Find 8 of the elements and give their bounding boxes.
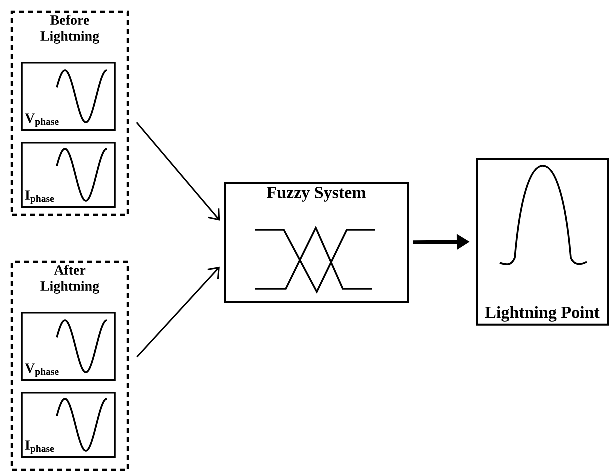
arrow xyxy=(136,266,220,358)
process-box: Fuzzy System xyxy=(224,182,409,303)
signal-box: V$_{phase}$ xyxy=(21,312,116,382)
arrow xyxy=(136,122,220,221)
signal-box: I$_{phase}$ xyxy=(21,392,116,458)
signal-box: I$_{phase}$ xyxy=(21,142,116,208)
signal-box: V$_{phase}$ xyxy=(21,62,116,132)
output-box: Lightning Point xyxy=(476,158,609,326)
